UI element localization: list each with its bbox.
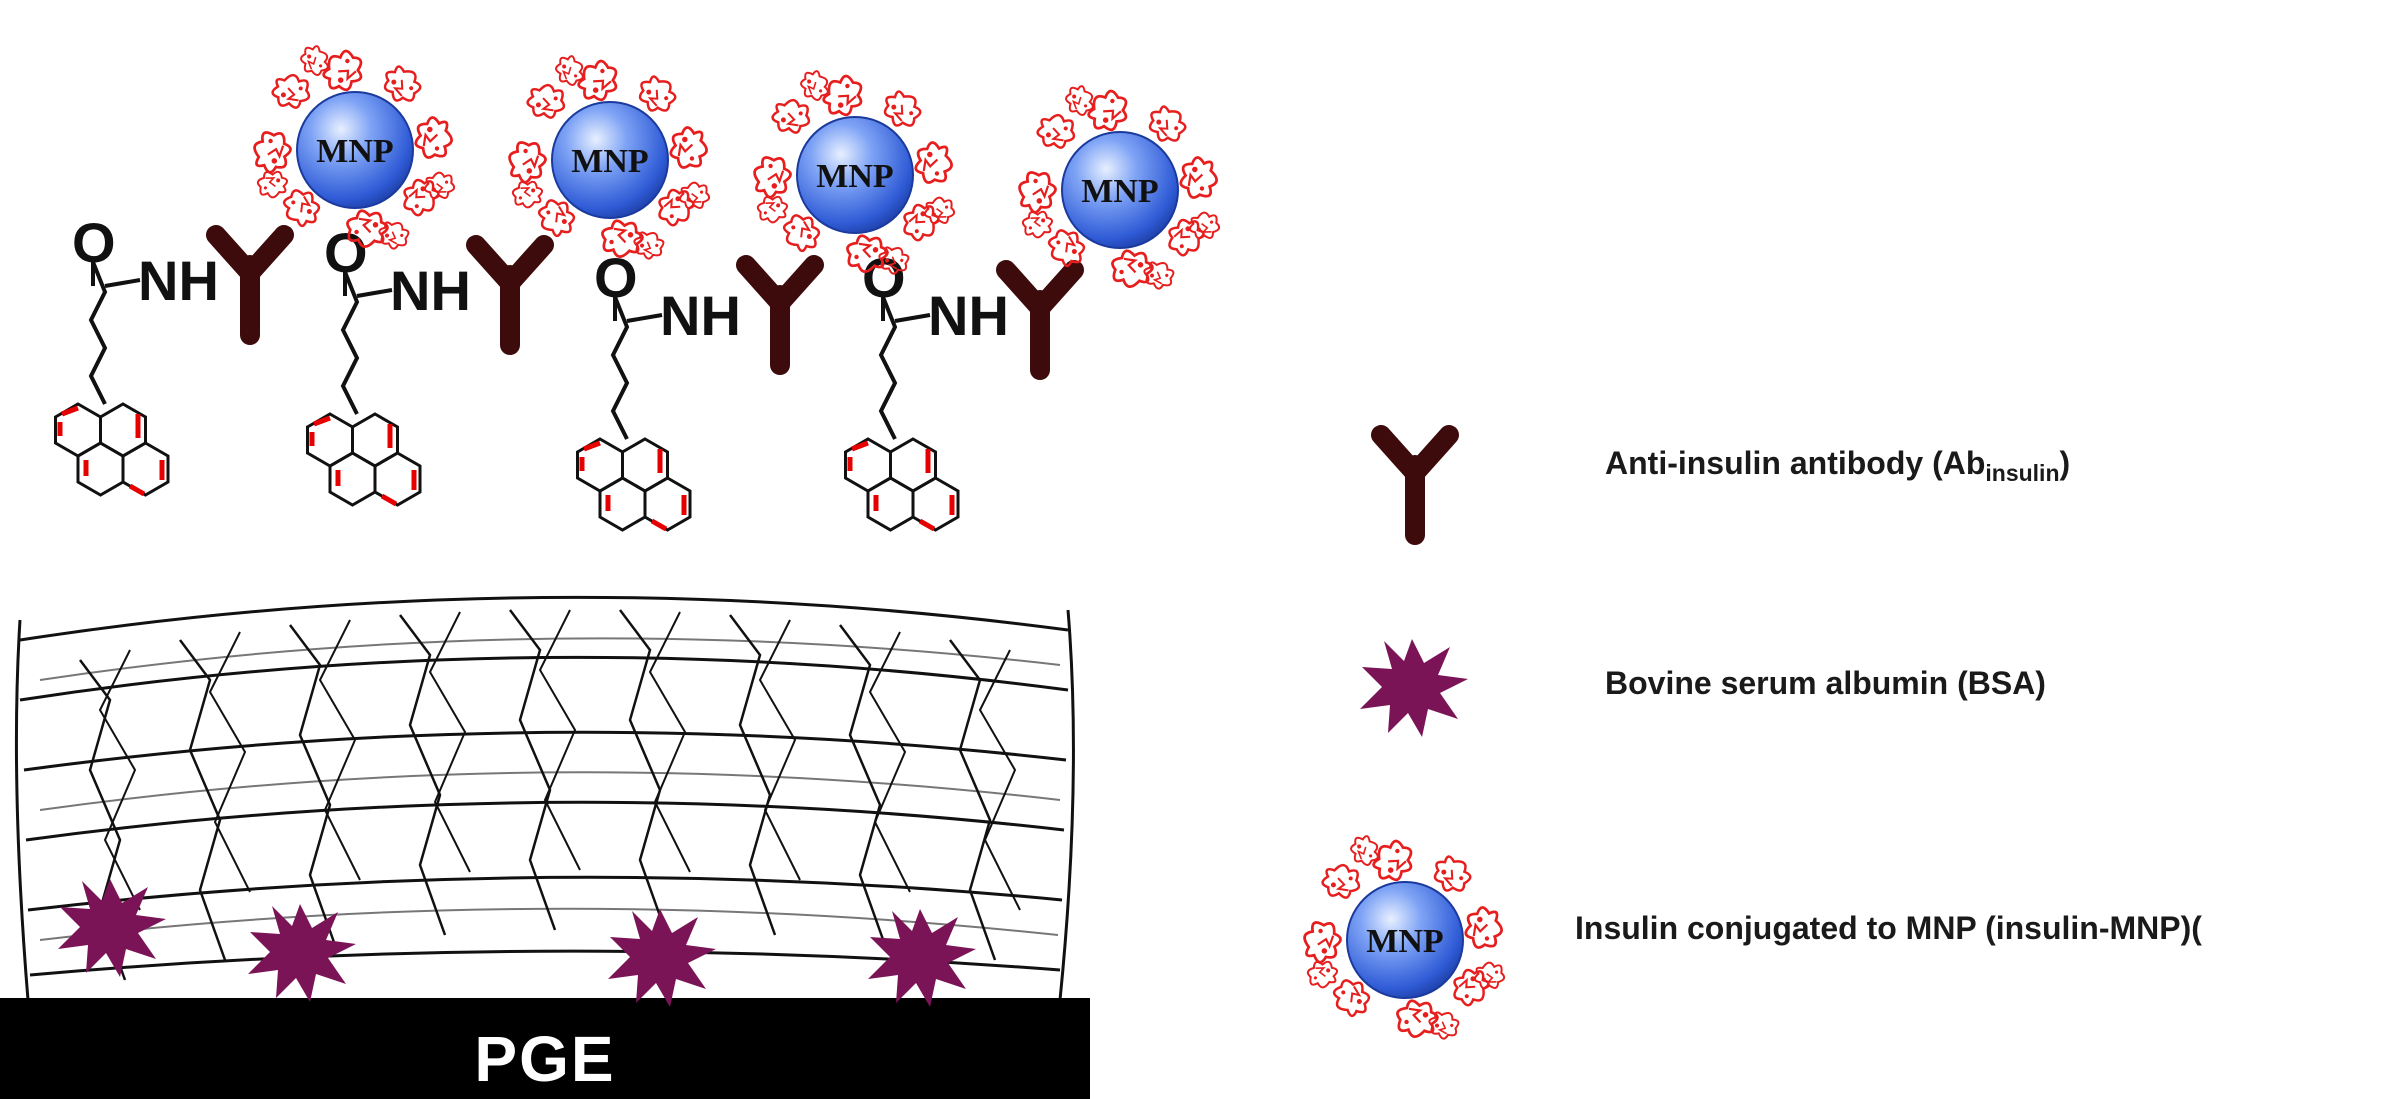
legend-insulin-mnp-label: Insulin conjugated to MNP (insulin-MNP)( bbox=[1575, 910, 2202, 946]
legend-bsa-icon bbox=[1360, 639, 1468, 737]
legend-insulin-mnp-icon: MNP bbox=[1297, 835, 1507, 1045]
legend-mnp-label: MNP bbox=[1366, 923, 1443, 960]
amide-nh-4: NH bbox=[928, 284, 1009, 347]
amide-o-2: O bbox=[324, 221, 368, 284]
legend-antibody-label-main: Anti-insulin antibody (Ab bbox=[1605, 445, 1986, 481]
mnp-label-1: MNP bbox=[316, 133, 393, 170]
pge-label: PGE bbox=[474, 1023, 616, 1095]
legend-antibody-label-end: ) bbox=[2059, 445, 2071, 481]
bsa-molecules bbox=[58, 879, 976, 1007]
amide-o-3: O bbox=[594, 246, 638, 309]
amide-nh-3: NH bbox=[660, 284, 741, 347]
mnp-label-2: MNP bbox=[571, 143, 648, 180]
amide-o-1: O bbox=[72, 211, 116, 274]
amide-nh-1: NH bbox=[138, 249, 219, 312]
pge-electrode bbox=[0, 998, 1090, 1099]
legend-bsa-label: Bovine serum albumin (BSA) bbox=[1605, 665, 2046, 701]
legend-antibody-label: Anti-insulin antibody (Abinsulin) bbox=[1605, 445, 2070, 487]
mnp-label-4: MNP bbox=[1081, 173, 1158, 210]
mnp-label-3: MNP bbox=[816, 158, 893, 195]
legend-antibody-label-sub: insulin bbox=[1985, 460, 2060, 486]
pyrene-linkers bbox=[56, 261, 959, 530]
amide-nh-2: NH bbox=[390, 259, 471, 322]
amide-groups: O NH O NH O NH O NH bbox=[72, 211, 1009, 347]
carbon-nanotube bbox=[14, 595, 1075, 1001]
legend-antibody-icon bbox=[1381, 435, 1449, 535]
